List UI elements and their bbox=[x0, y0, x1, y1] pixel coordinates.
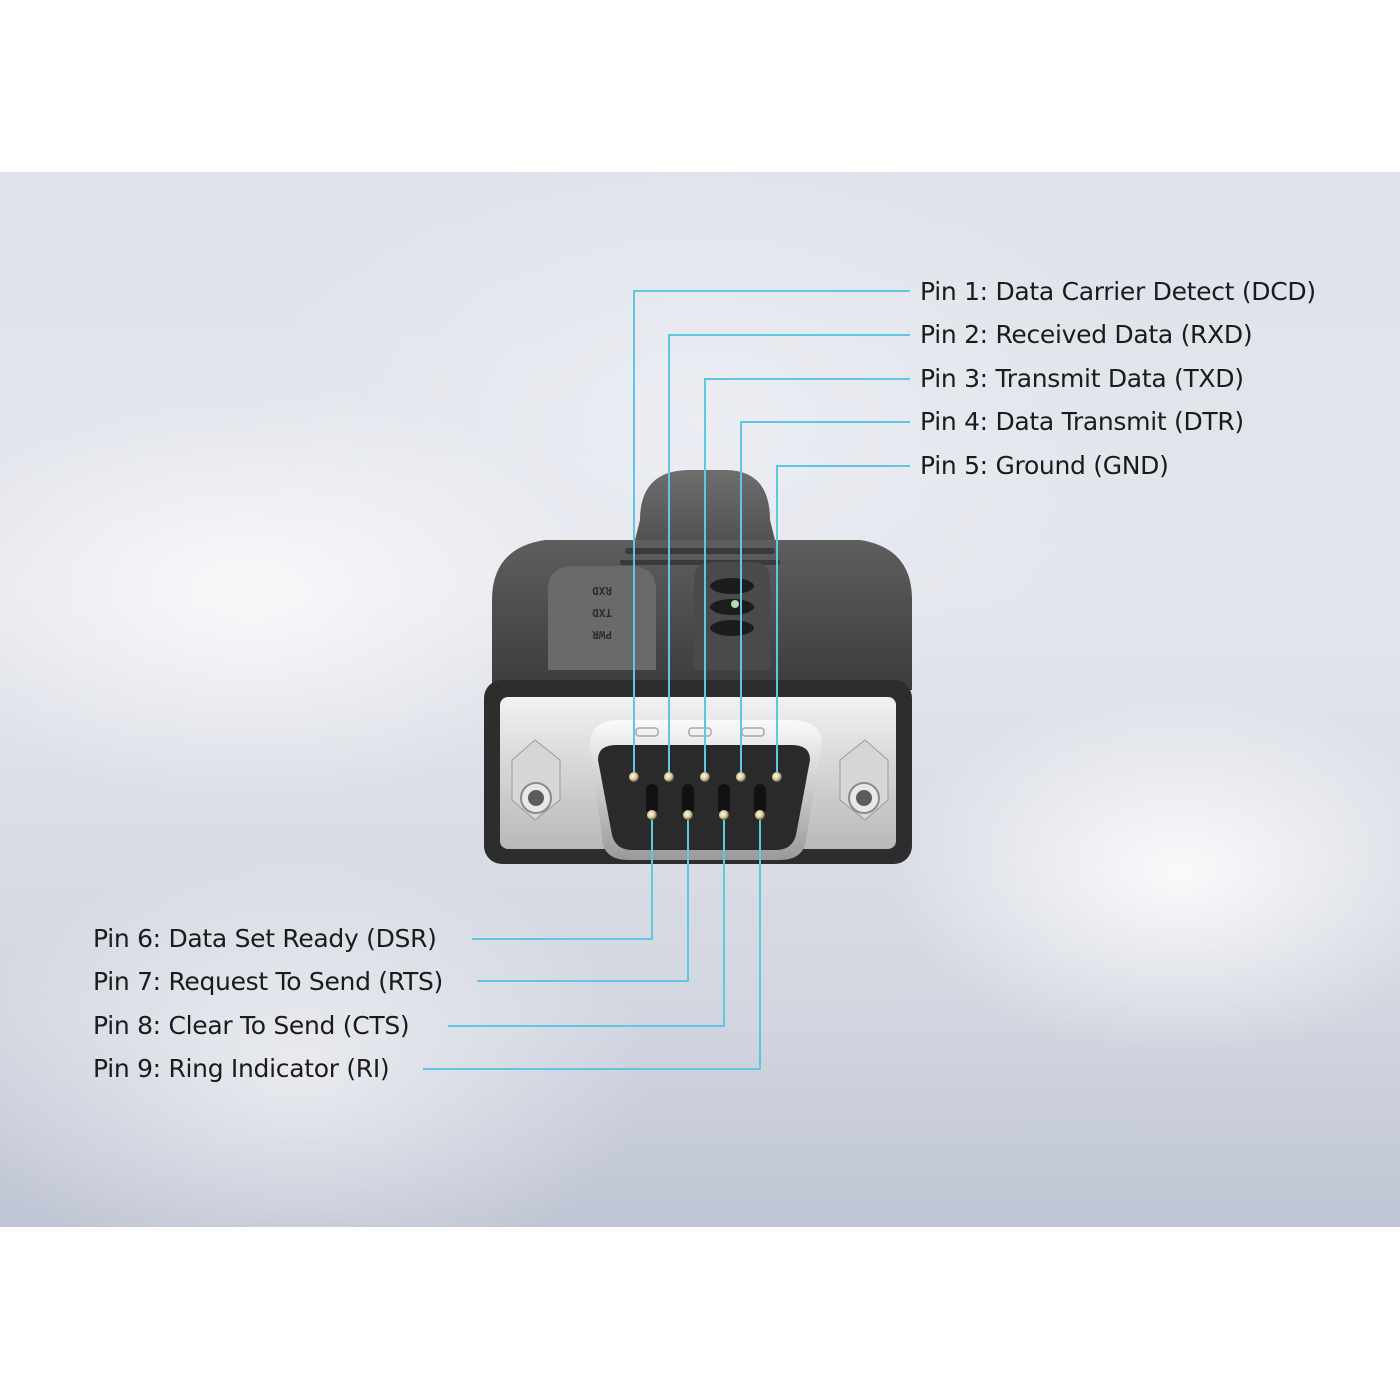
pin-row-bottom bbox=[646, 784, 766, 820]
pin-row-top bbox=[629, 772, 782, 782]
leader-line-pin-7 bbox=[477, 820, 689, 982]
pin-9-label: Pin 9: Ring Indicator (RI) bbox=[93, 1054, 390, 1083]
pin-5-label: Pin 5: Ground (GND) bbox=[920, 451, 1169, 480]
svg-text:PWR: PWR bbox=[592, 628, 612, 641]
screw-post-left bbox=[511, 739, 561, 821]
pin-7-label: Pin 7: Request To Send (RTS) bbox=[93, 967, 444, 996]
pin-8-icon bbox=[719, 810, 729, 820]
pin-2-label: Pin 2: Received Data (RXD) bbox=[920, 320, 1253, 349]
pin-3-icon bbox=[700, 772, 710, 782]
leader-line-pin-9 bbox=[423, 820, 761, 1070]
pin-6-icon bbox=[647, 810, 657, 820]
pin-1-icon bbox=[629, 772, 639, 782]
leader-line-pin-3 bbox=[704, 378, 910, 772]
leader-lines bbox=[423, 290, 910, 1070]
screw-post-right bbox=[839, 739, 889, 821]
pin-6-label: Pin 6: Data Set Ready (DSR) bbox=[93, 924, 437, 953]
svg-text:RXD: RXD bbox=[592, 584, 612, 597]
svg-text:TXD: TXD bbox=[592, 606, 612, 619]
housing-engraved-labels: RXD TXD PWR bbox=[592, 584, 612, 641]
pin-4-label: Pin 4: Data Transmit (DTR) bbox=[920, 407, 1244, 436]
pin-2-icon bbox=[664, 772, 674, 782]
pin-3-label: Pin 3: Transmit Data (TXD) bbox=[920, 364, 1244, 393]
pin-9-icon bbox=[755, 810, 765, 820]
led-slot-icon bbox=[710, 578, 754, 594]
leader-line-pin-8 bbox=[448, 820, 725, 1027]
pin-8-label: Pin 8: Clear To Send (CTS) bbox=[93, 1011, 410, 1040]
leader-line-pin-4 bbox=[740, 421, 910, 772]
led-slot-icon bbox=[710, 620, 754, 636]
pin-5-icon bbox=[772, 772, 782, 782]
leader-line-pin-5 bbox=[776, 465, 910, 772]
pin-7-icon bbox=[683, 810, 693, 820]
pin-4-icon bbox=[736, 772, 746, 782]
leader-line-pin-1 bbox=[633, 290, 910, 772]
leader-line-pin-2 bbox=[668, 334, 910, 772]
leader-line-pin-6 bbox=[472, 820, 653, 940]
pin-1-label: Pin 1: Data Carrier Detect (DCD) bbox=[920, 277, 1316, 306]
led-slot-icon bbox=[710, 599, 754, 615]
